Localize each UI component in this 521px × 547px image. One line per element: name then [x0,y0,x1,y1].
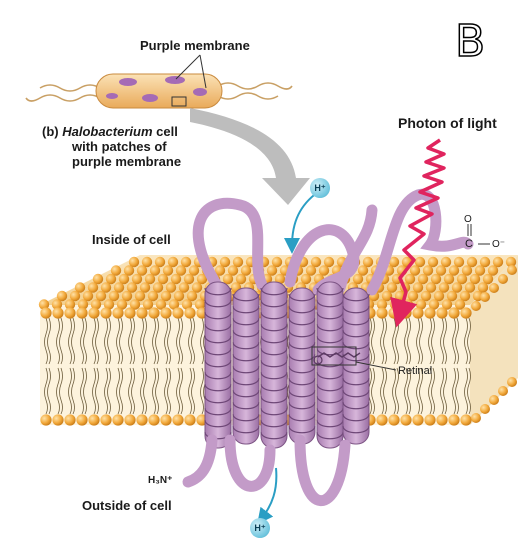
lipid-head [100,414,111,425]
panel-letter: B [455,20,485,64]
lipid-head [184,414,195,425]
lipid-head [52,414,63,425]
lipid-head [52,307,63,318]
lipid-head [160,414,171,425]
zoom-arrow [190,108,310,205]
inside-of-cell-label: Inside of cell [92,232,171,247]
lipid-head [100,307,111,318]
lipid-head [112,414,123,425]
purple-membrane-label: Purple membrane [140,38,250,53]
lower-loop [300,440,345,501]
lipid-head [76,414,87,425]
lipid-head [376,414,387,425]
lipid-head [480,292,490,302]
carboxyl-o-minus: O⁻ [492,237,505,252]
lipid-head [448,414,459,425]
flagellum-left-2 [26,95,100,101]
lipid-head [489,395,499,405]
cell-caption-line3: purple membrane [72,154,181,169]
lipid-head [172,414,183,425]
lipid-head [388,414,399,425]
lipid-head [172,307,183,318]
lipid-head [424,307,435,318]
lipid-head [148,414,159,425]
cell-caption-line1: (b) Halobacterium cell [42,124,178,139]
lipid-head [460,307,471,318]
n-terminus-label: H₃N⁺ [148,473,172,488]
flagellum-right-1 [218,83,292,89]
lipid-head [136,307,147,318]
lipid-head [40,307,51,318]
lipid-head [448,307,459,318]
lipid-head [412,307,423,318]
lipid-head [124,307,135,318]
cell-caption-line2: with patches of [72,139,167,154]
lipid-head [40,414,51,425]
lipid-head [160,307,171,318]
lipid-head [412,414,423,425]
lipid-head [124,414,135,425]
lipid-head [480,404,490,414]
lipid-head [460,414,471,425]
lipid-head [507,377,517,387]
lipid-head [136,414,147,425]
purple-patch [142,94,158,102]
lipid-head [76,307,87,318]
caption-rest: cell [153,124,178,139]
lipid-head [64,307,75,318]
lipid-head [388,307,399,318]
retinal-label: Retinal [398,364,432,379]
halobacterium-cell [26,55,292,108]
caption-species: Halobacterium [62,124,152,139]
photon-label: Photon of light [398,116,497,131]
lipid-head [148,307,159,318]
lipid-head [471,301,481,311]
lipid-head [498,274,508,284]
lipid-head [424,414,435,425]
lipid-head [400,414,411,425]
caption-prefix: (b) [42,124,62,139]
lipid-head [184,307,195,318]
n-terminal-tail [188,440,212,482]
lipid-head [88,414,99,425]
lipid-head [489,283,499,293]
purple-patch [193,88,207,96]
lipid-head [507,265,517,275]
purple-patch [119,78,137,86]
lipid-head [112,307,123,318]
carboxyl-o-top: O [464,212,472,227]
purple-patch [165,76,185,84]
lipid-head [64,414,75,425]
flagellum-right-2 [218,93,278,99]
purple-patch [106,93,118,99]
lipid-head [436,307,447,318]
lipid-head [436,414,447,425]
outside-of-cell-label: Outside of cell [82,498,172,513]
lower-loop [230,440,270,486]
proton-ion-bottom: H⁺ [250,518,270,538]
lipid-head [498,386,508,396]
proton-ion-top: H⁺ [310,178,330,198]
carboxyl-c: C [465,237,473,252]
lipid-head [88,307,99,318]
lipid-head [376,307,387,318]
lipid-head [471,413,481,423]
flagellum-left-1 [40,85,100,91]
